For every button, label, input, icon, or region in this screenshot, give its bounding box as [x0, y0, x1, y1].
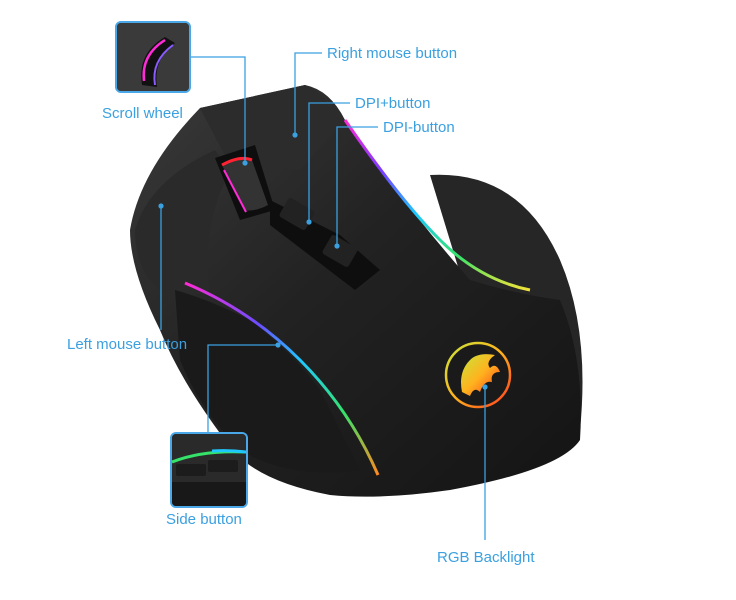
scroll-wheel-label: Scroll wheel: [102, 105, 183, 122]
dpi-minus-button-label: DPI-button: [383, 119, 455, 136]
side-button-inset: [170, 432, 248, 508]
left-mouse-button-label: Left mouse button: [67, 336, 188, 353]
side-button-label: Side button: [166, 511, 242, 528]
scroll-wheel-inset: [115, 21, 191, 93]
right-mouse-button-label: Right mouse button: [327, 45, 458, 62]
dragon-logo-icon: [444, 341, 512, 409]
rgb-backlight-label: RGB Backlight: [437, 549, 535, 566]
dpi-plus-button-label: DPI+button: [355, 95, 431, 112]
